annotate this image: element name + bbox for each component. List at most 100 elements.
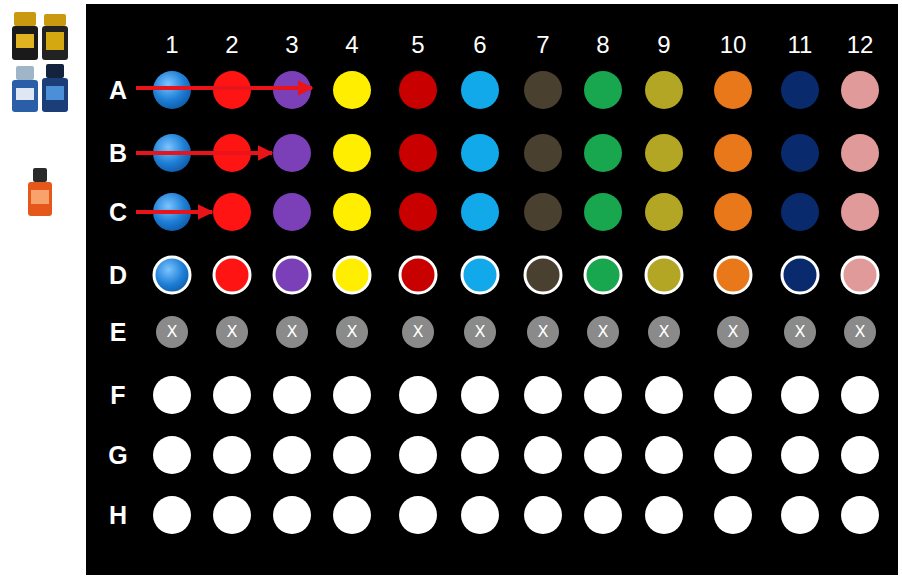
row-letter: B xyxy=(109,141,127,166)
marked-well: X xyxy=(717,316,749,348)
row-letter: G xyxy=(108,443,127,468)
well-mark: X xyxy=(659,324,670,340)
column-number: 10 xyxy=(720,33,747,57)
row-letter: E xyxy=(110,320,127,345)
well xyxy=(525,257,561,293)
marked-well: X xyxy=(336,316,368,348)
column-number: 8 xyxy=(596,33,609,57)
well xyxy=(399,376,437,414)
well xyxy=(333,496,371,534)
marked-well: X xyxy=(784,316,816,348)
well xyxy=(645,496,683,534)
well xyxy=(524,496,562,534)
row-letter: A xyxy=(109,78,127,103)
well xyxy=(399,496,437,534)
marked-well: X xyxy=(587,316,619,348)
well-mark: X xyxy=(538,324,549,340)
well xyxy=(524,71,562,109)
well xyxy=(333,134,371,172)
well xyxy=(584,376,622,414)
well xyxy=(333,71,371,109)
well-grid xyxy=(153,71,879,534)
well-mark: X xyxy=(167,324,178,340)
well xyxy=(781,376,819,414)
well xyxy=(584,496,622,534)
well xyxy=(461,193,499,231)
well xyxy=(154,257,190,293)
marked-well: X xyxy=(844,316,876,348)
well xyxy=(585,257,621,293)
well xyxy=(781,436,819,474)
well xyxy=(153,376,191,414)
well xyxy=(334,257,370,293)
well xyxy=(524,376,562,414)
well xyxy=(781,496,819,534)
well xyxy=(646,257,682,293)
well-mark: X xyxy=(855,324,866,340)
well xyxy=(584,436,622,474)
marked-well: X xyxy=(276,316,308,348)
row-letter: F xyxy=(110,383,125,408)
marked-well: X xyxy=(464,316,496,348)
column-number: 9 xyxy=(657,33,670,57)
well-mark: X xyxy=(795,324,806,340)
well-mark: X xyxy=(413,324,424,340)
well xyxy=(781,134,819,172)
well xyxy=(399,193,437,231)
well xyxy=(461,134,499,172)
well xyxy=(524,134,562,172)
well xyxy=(273,376,311,414)
marked-well: X xyxy=(527,316,559,348)
well xyxy=(333,436,371,474)
well xyxy=(461,376,499,414)
well xyxy=(399,134,437,172)
well xyxy=(213,496,251,534)
well xyxy=(782,257,818,293)
marked-well: X xyxy=(156,316,188,348)
column-number: 1 xyxy=(165,33,178,57)
row-letter: D xyxy=(109,263,127,288)
well-mark: X xyxy=(598,324,609,340)
well xyxy=(584,134,622,172)
column-number: 2 xyxy=(225,33,238,57)
well xyxy=(273,496,311,534)
well-mark: X xyxy=(227,324,238,340)
well xyxy=(645,376,683,414)
well xyxy=(333,376,371,414)
well xyxy=(399,436,437,474)
well xyxy=(781,193,819,231)
well xyxy=(781,71,819,109)
well xyxy=(333,193,371,231)
well xyxy=(714,436,752,474)
well-mark: X xyxy=(347,324,358,340)
well xyxy=(213,376,251,414)
well xyxy=(645,71,683,109)
well xyxy=(584,193,622,231)
well xyxy=(841,71,879,109)
well xyxy=(461,71,499,109)
product-bottles xyxy=(12,12,68,216)
column-number: 4 xyxy=(345,33,358,57)
well xyxy=(584,71,622,109)
column-number: 12 xyxy=(847,33,874,57)
column-number: 6 xyxy=(473,33,486,57)
well-mark: X xyxy=(728,324,739,340)
well xyxy=(153,496,191,534)
well xyxy=(273,193,311,231)
well xyxy=(645,193,683,231)
well xyxy=(461,496,499,534)
row-letter: C xyxy=(109,200,127,225)
well-mark: X xyxy=(287,324,298,340)
well xyxy=(400,257,436,293)
red-arrow xyxy=(136,86,312,90)
well xyxy=(842,257,878,293)
marked-well: X xyxy=(648,316,680,348)
column-number: 11 xyxy=(788,33,813,57)
column-number: 7 xyxy=(536,33,549,57)
well xyxy=(714,376,752,414)
well xyxy=(841,496,879,534)
well xyxy=(461,436,499,474)
well xyxy=(841,376,879,414)
